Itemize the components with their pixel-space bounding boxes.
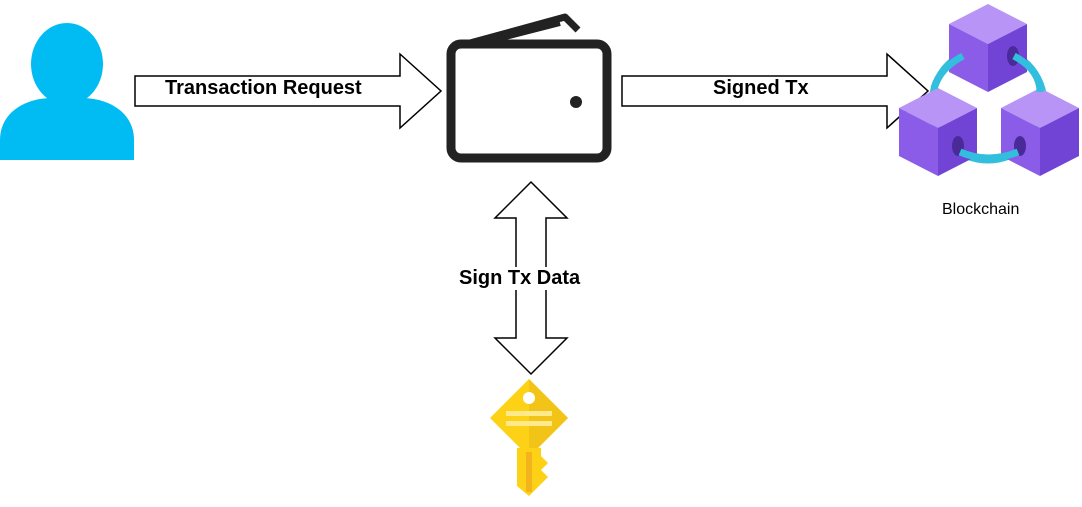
signed-tx-label: Signed Tx — [711, 77, 811, 100]
wallet-icon — [446, 13, 612, 163]
user-icon — [0, 23, 134, 160]
blockchain-cube-left — [899, 88, 977, 176]
blockchain-icon — [899, 4, 1079, 176]
sign-tx-data-label: Sign Tx Data — [457, 267, 583, 290]
blockchain-cube-right — [1001, 88, 1079, 176]
blockchain-label: Blockchain — [942, 201, 1020, 218]
transaction-request-label: Transaction Request — [163, 77, 364, 100]
key-icon — [490, 379, 568, 496]
blockchain-cube-top — [949, 4, 1027, 92]
